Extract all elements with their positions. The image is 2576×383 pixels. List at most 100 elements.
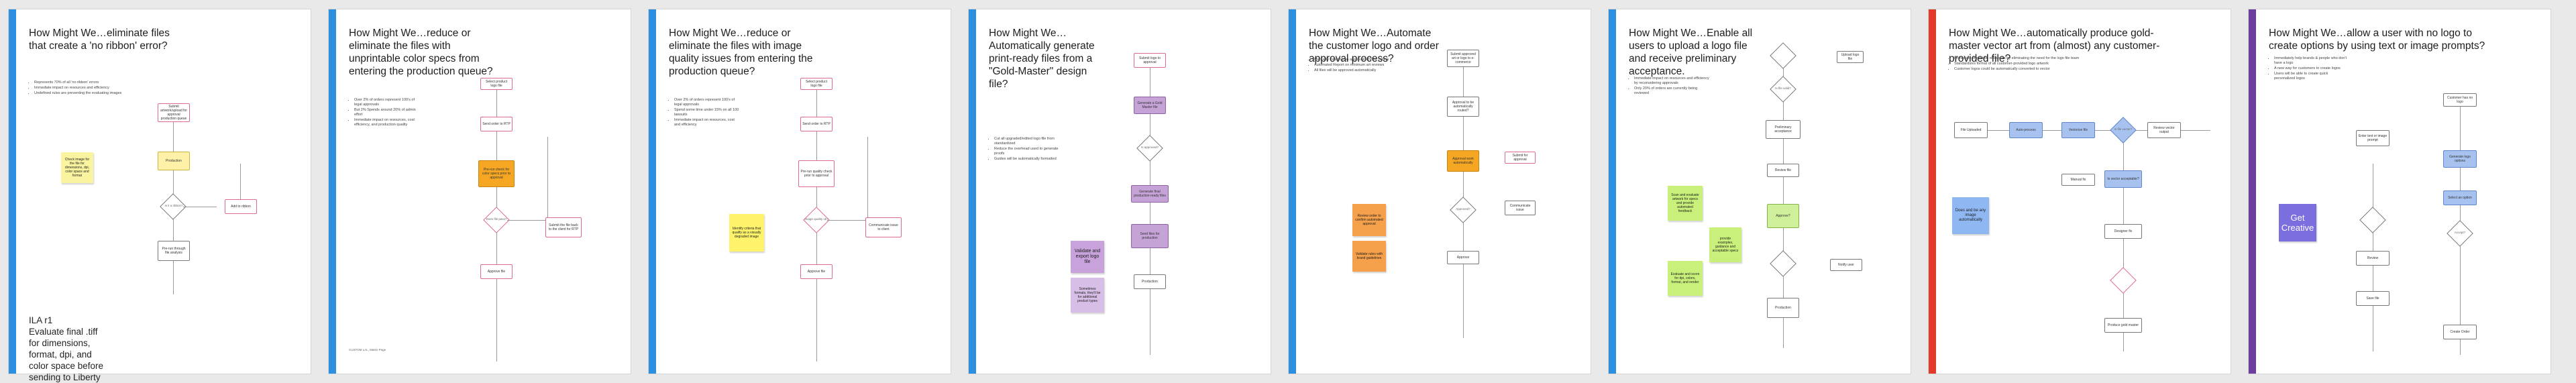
flow-node[interactable]: Customer has no logo bbox=[2443, 93, 2477, 107]
board-3[interactable]: How Might We…reduce or eliminate the fil… bbox=[648, 9, 951, 374]
bullet: Immediate impact on resources by elimina… bbox=[1954, 56, 2083, 61]
flow-node[interactable]: Submit the file back to the client for R… bbox=[545, 217, 582, 237]
sticky-note[interactable]: Scan and evaluate artwork for specs and … bbox=[1668, 186, 1703, 221]
board-7[interactable]: How Might We…automatically produce gold-… bbox=[1928, 9, 2231, 374]
board-1[interactable]: How Might We…eliminate files that create… bbox=[8, 9, 311, 382]
decision-label: Approved? bbox=[1456, 207, 1470, 211]
flow-node[interactable]: Approve file bbox=[800, 264, 833, 279]
board-accent bbox=[2249, 9, 2256, 374]
flow-node[interactable]: Produce gold master bbox=[2104, 318, 2142, 333]
flow-node[interactable]: Approve? bbox=[1767, 204, 1799, 228]
flow-node[interactable]: Generate logo options bbox=[2443, 150, 2477, 168]
flow-node[interactable]: Auto-process bbox=[2009, 122, 2043, 138]
bullet: Users will be able to create quick perso… bbox=[2274, 72, 2349, 81]
board-accent bbox=[1289, 9, 1296, 374]
flow-node[interactable]: Generate a Gold Master file bbox=[1134, 97, 1166, 114]
sticky-note[interactable]: Evaluate and score for dpi, colors, form… bbox=[1668, 261, 1703, 296]
bullet: Immediate impact on resources, cost effi… bbox=[354, 118, 419, 127]
sticky-note[interactable]: provide examples, guidance and acceptabl… bbox=[1709, 227, 1741, 262]
flow-node[interactable]: Production bbox=[1767, 298, 1799, 318]
flow-node[interactable]: Select product logo file bbox=[480, 78, 513, 90]
sticky-note[interactable]: Validate and export logo file bbox=[1071, 241, 1104, 273]
sticky-note[interactable]: Does and be any image automatically bbox=[1952, 197, 1989, 234]
bullet: Undefined rules are preventing the evalu… bbox=[34, 91, 163, 96]
flow-node[interactable]: Send files for production bbox=[1131, 224, 1169, 248]
flow-node[interactable]: Approve bbox=[1447, 251, 1479, 264]
bullet: Spend some time under 15% on all 100 law… bbox=[674, 108, 739, 117]
flow-node[interactable]: Communicate issue to client bbox=[865, 217, 902, 237]
board-note: ILA r1 Evaluate final .tiff for dimensio… bbox=[29, 315, 104, 382]
bullet: Reduce the overhead used to generate pro… bbox=[994, 147, 1066, 156]
flow-node[interactable]: Upload logo file bbox=[1837, 51, 1864, 63]
flow-node[interactable]: Approval to be automatically routed? bbox=[1447, 97, 1479, 117]
bullet: Over 2% of orders represent 100's of leg… bbox=[354, 98, 419, 107]
bullet: Standardizes format of all customer-prov… bbox=[1954, 62, 2083, 66]
flow-node[interactable]: Review bbox=[2356, 251, 2390, 266]
decision-node[interactable] bbox=[2359, 207, 2386, 233]
flow-node[interactable]: Submit for approval bbox=[1505, 152, 1536, 164]
decision-label: Is approved? bbox=[1140, 146, 1159, 149]
flow-node[interactable]: Designer fix bbox=[2104, 224, 2142, 239]
flow-node[interactable]: Production bbox=[158, 152, 190, 170]
decision-label: Image quality ok? bbox=[804, 217, 828, 221]
decision-node[interactable] bbox=[1770, 250, 1796, 277]
flow-node[interactable]: Preliminary acceptance bbox=[1766, 120, 1801, 139]
flow-node[interactable]: Submit artwork/upload for approval produ… bbox=[158, 103, 190, 122]
bullet: Represents 70% of all 'no ribbon' errors bbox=[34, 80, 163, 85]
flow-node[interactable]: Review file bbox=[1767, 164, 1799, 177]
flow-node[interactable]: Is vector acceptable? bbox=[2104, 170, 2142, 188]
sticky-note[interactable]: Review order to confirm automated approv… bbox=[1352, 204, 1386, 236]
board-title: How Might We…Automate the customer logo … bbox=[1309, 28, 1439, 64]
bullet: Immediately help brands & people who don… bbox=[2274, 56, 2349, 66]
flow-node[interactable]: Send order to RTP bbox=[800, 117, 833, 131]
flow-node[interactable]: File Uploaded bbox=[1954, 122, 1988, 138]
sticky-note[interactable]: Identify criteria that qualify as a visu… bbox=[729, 214, 764, 252]
board-4[interactable]: How Might We…Automatically generate prin… bbox=[968, 9, 1271, 374]
sticky-note[interactable]: Validate rules with brand guidelines bbox=[1352, 241, 1386, 272]
board-8[interactable]: How Might We…allow a user with no logo t… bbox=[2248, 9, 2551, 374]
flow-node[interactable]: Communicate issue bbox=[1505, 201, 1536, 215]
sticky-note[interactable]: Get Creative bbox=[2279, 204, 2316, 241]
bullet: Over 2% of orders represent 100's of leg… bbox=[674, 98, 739, 107]
flow-node[interactable]: Notify user bbox=[1830, 259, 1862, 271]
flow-node[interactable]: Approve file bbox=[480, 264, 513, 279]
flow-node[interactable]: Production bbox=[1134, 274, 1166, 289]
decision-node[interactable] bbox=[2110, 267, 2137, 294]
board-2[interactable]: How Might We…reduce or eliminate the fil… bbox=[328, 9, 631, 374]
sticky-note[interactable]: Sometimes formats, they'll be for additi… bbox=[1071, 278, 1104, 313]
flow-node[interactable]: Send order to RTP bbox=[480, 117, 513, 131]
flow-node[interactable]: Submit approved art or logo to e-commerc… bbox=[1447, 50, 1479, 67]
bullet: Customer logos could be automatically co… bbox=[1954, 67, 2083, 72]
flow-node[interactable]: Pre-run through file analysis bbox=[158, 241, 190, 261]
footer-note: CUSTOM LAL, Matrix Page bbox=[349, 348, 386, 351]
board-bullets: Immediate impact on resources by elimina… bbox=[1949, 56, 2083, 72]
sticky-note[interactable]: Check image for the file for dimensions,… bbox=[61, 152, 93, 183]
flow-node[interactable]: Create Order bbox=[2443, 325, 2477, 339]
flow-node[interactable]: Select an option bbox=[2443, 190, 2477, 205]
board-title: How Might We…reduce or eliminate the fil… bbox=[349, 28, 493, 77]
flow-node[interactable]: Enter text or image prompt bbox=[2356, 130, 2390, 146]
flow-node[interactable]: Add to ribbon bbox=[225, 199, 257, 214]
board-accent bbox=[969, 9, 976, 374]
flow-node[interactable]: Select product logo file bbox=[800, 78, 833, 90]
flow-node[interactable]: Approval work automatically bbox=[1447, 150, 1479, 172]
bullet: All files will be approved automatically bbox=[1314, 68, 1389, 73]
flow-node[interactable]: Submit logo to approval bbox=[1134, 53, 1166, 68]
flow-node[interactable]: Manual fix bbox=[2061, 174, 2095, 186]
board-bullets: Over 2% of orders represent 100's of leg… bbox=[669, 98, 739, 128]
board-5[interactable]: How Might We…Automate the customer logo … bbox=[1288, 9, 1591, 374]
flow-node[interactable]: Review vector output bbox=[2147, 122, 2181, 138]
bullet: Immediate impact on resources, cost and … bbox=[674, 118, 739, 127]
board-accent bbox=[649, 9, 656, 374]
board-accent bbox=[9, 9, 16, 374]
board-6[interactable]: How Might We…Enable all users to upload … bbox=[1608, 9, 1911, 374]
board-title: How Might We…allow a user with no logo t… bbox=[2269, 28, 2485, 52]
flow-node[interactable]: Generate final production-ready files bbox=[1131, 185, 1169, 203]
flow-node[interactable]: Pre-run check for color specs prior to a… bbox=[478, 160, 515, 187]
board-accent bbox=[1929, 9, 1936, 374]
flow-node[interactable]: Vectorize file bbox=[2061, 122, 2095, 138]
decision-node[interactable] bbox=[1770, 42, 1796, 69]
flow-node[interactable]: Save file bbox=[2356, 291, 2390, 306]
flow-node[interactable]: Pre-run quality check prior to approval bbox=[798, 160, 835, 187]
board-title: How Might We…reduce or eliminate the fil… bbox=[669, 28, 813, 77]
